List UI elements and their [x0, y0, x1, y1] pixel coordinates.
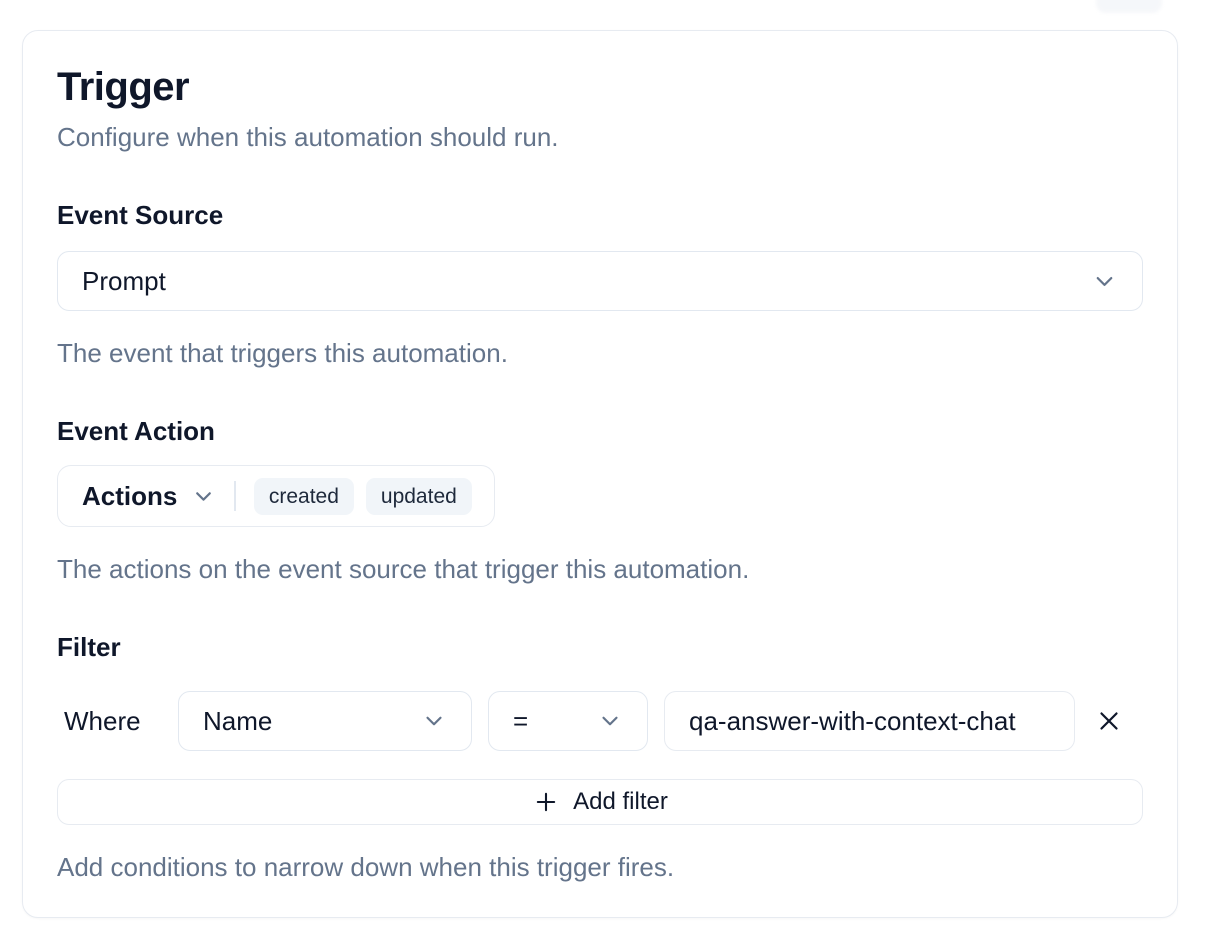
cutoff-element-fragment [1096, 0, 1162, 13]
filter-field-value: Name [203, 705, 273, 736]
vertical-divider [234, 481, 236, 511]
filter-operator-value: = [513, 705, 529, 736]
action-badge: created [253, 477, 354, 515]
event-source-help: The event that triggers this automation. [57, 338, 508, 368]
page-subtitle: Configure when this automation should ru… [57, 122, 559, 152]
filter-label: Filter [57, 632, 121, 662]
event-source-select[interactable]: Prompt [57, 251, 1143, 311]
event-source-selected-value: Prompt [82, 265, 166, 296]
chevron-down-icon [1096, 276, 1113, 286]
filter-field-select[interactable]: Name [178, 691, 472, 751]
trigger-card: Trigger Configure when this automation s… [22, 30, 1178, 918]
filter-operator-select[interactable]: = [488, 691, 648, 751]
add-filter-button[interactable]: Add filter [57, 779, 1143, 825]
actions-dropdown-button[interactable]: Actions [82, 481, 216, 512]
selected-actions-badges: created updated [253, 477, 472, 515]
page-title: Trigger [57, 65, 190, 109]
action-badge: updated [365, 477, 472, 515]
chevron-down-icon [602, 716, 618, 726]
chevron-down-icon [426, 716, 442, 726]
remove-filter-button[interactable] [1091, 703, 1127, 739]
plus-icon [536, 792, 556, 812]
filter-help: Add conditions to narrow down when this … [57, 852, 675, 882]
event-source-label: Event Source [57, 200, 224, 230]
chevron-down-icon [196, 491, 212, 501]
close-icon [1100, 712, 1118, 730]
event-action-control: Actions created updated [57, 465, 495, 527]
where-label: Where [64, 705, 141, 736]
filter-row: Where Name = [57, 691, 1143, 751]
event-action-label: Event Action [57, 416, 215, 446]
filter-value-input[interactable] [664, 691, 1075, 751]
actions-dropdown-label: Actions [82, 480, 178, 511]
event-action-help: The actions on the event source that tri… [57, 554, 750, 584]
add-filter-label: Add filter [573, 788, 668, 815]
